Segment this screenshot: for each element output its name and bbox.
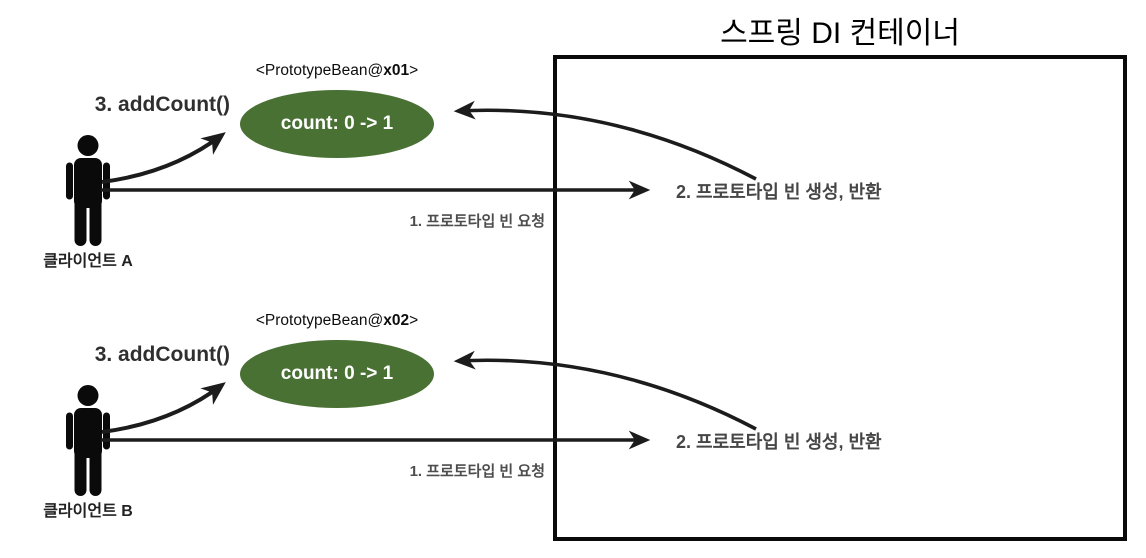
prototype-bean-a-name: <PrototypeBean@x01> [207,62,467,80]
arrow-addcount-a [101,132,226,184]
bean-a-name-suffix: > [409,62,419,79]
flow-b-shapes [66,340,757,496]
bean-a-name-prefix: <PrototypeBean@ [255,62,384,79]
flow-a: <PrototypeBean@x01> count: 0 -> 1 3. add… [0,0,1146,270]
bean-b-count-value: count: 0 -> 1 [280,363,394,384]
bean-b-name-id: x02 [383,312,410,329]
flow-a-shapes [66,90,757,246]
bean-a-count-value: count: 0 -> 1 [280,113,394,134]
step2-return-label-a: 2. 프로토타입 빈 생성, 반환 [676,182,882,202]
arrow-return-a [453,100,757,181]
bean-a-name-id: x01 [383,62,410,79]
step3-addcount-label-b: 3. addCount() [94,343,230,366]
step1-request-label-a: 1. 프로토타입 빈 요청 [409,213,545,230]
bean-b-name-suffix: > [409,312,419,329]
di-container-box [553,55,1127,541]
prototype-bean-a-ellipse [240,90,434,158]
step1-request-label-b: 1. 프로토타입 빈 요청 [409,463,545,480]
step2-return-label-b: 2. 프로토타입 빈 생성, 반환 [676,432,882,452]
bean-b-name-prefix: <PrototypeBean@ [255,312,384,329]
arrow-addcount-b [101,382,226,434]
flow-b: <PrototypeBean@x02> count: 0 -> 1 3. add… [0,250,1146,520]
container-title: 스프링 DI 컨테이너 [720,17,960,50]
client-b-label: 클라이언트 B [43,503,133,520]
step3-addcount-label-a: 3. addCount() [94,93,230,116]
arrow-return-b [453,350,757,431]
prototype-bean-b-name: <PrototypeBean@x02> [207,312,467,330]
client-a-label: 클라이언트 A [43,253,133,270]
prototype-bean-b-ellipse [240,340,434,408]
